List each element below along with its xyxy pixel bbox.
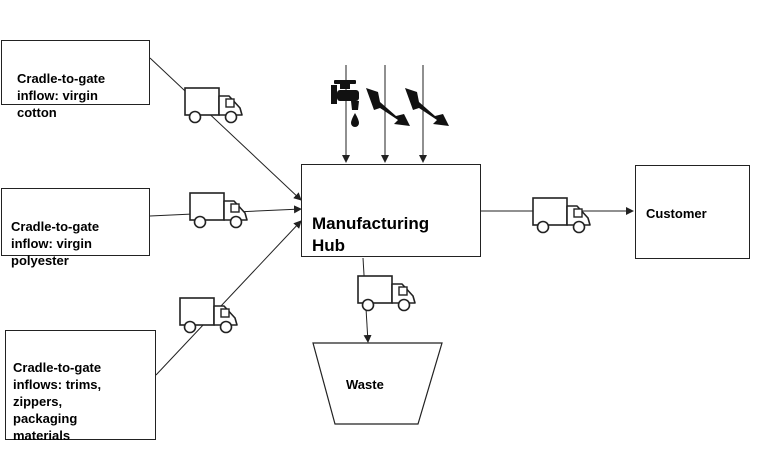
source-box-polyester: Cradle-to-gate inflow: virgin polyester bbox=[1, 188, 150, 268]
water-tap-icon bbox=[331, 80, 359, 127]
source-label-polyester: Cradle-to-gate inflow: virgin polyester bbox=[11, 219, 100, 268]
customer-label: Customer bbox=[646, 206, 707, 221]
source-box-trims: Cradle-to-gate inflows: trims, zippers, … bbox=[5, 330, 156, 443]
source-box-cotton: Cradle-to-gate inflow: virgin cotton bbox=[1, 40, 150, 120]
lightning-bolt-icon bbox=[366, 88, 410, 126]
waste-label: Waste bbox=[346, 377, 384, 392]
truck-icon bbox=[179, 297, 238, 334]
manufacturing-hub-box: Manufacturing Hub bbox=[301, 164, 481, 257]
truck-icon bbox=[189, 192, 248, 229]
lightning-bolt-icon bbox=[405, 88, 449, 126]
customer-box: Customer bbox=[635, 165, 750, 259]
waste-bin bbox=[312, 342, 443, 425]
flow-arrow-trims bbox=[155, 220, 302, 376]
truck-icon bbox=[532, 197, 591, 234]
source-label-trims: Cradle-to-gate inflows: trims, zippers, … bbox=[13, 360, 102, 443]
manufacturing-hub-label: Manufacturing Hub bbox=[312, 214, 430, 255]
truck-icon bbox=[357, 275, 416, 312]
flow-arrow-cotton bbox=[149, 57, 302, 201]
source-label-cotton: Cradle-to-gate inflow: virgin cotton bbox=[17, 71, 106, 120]
